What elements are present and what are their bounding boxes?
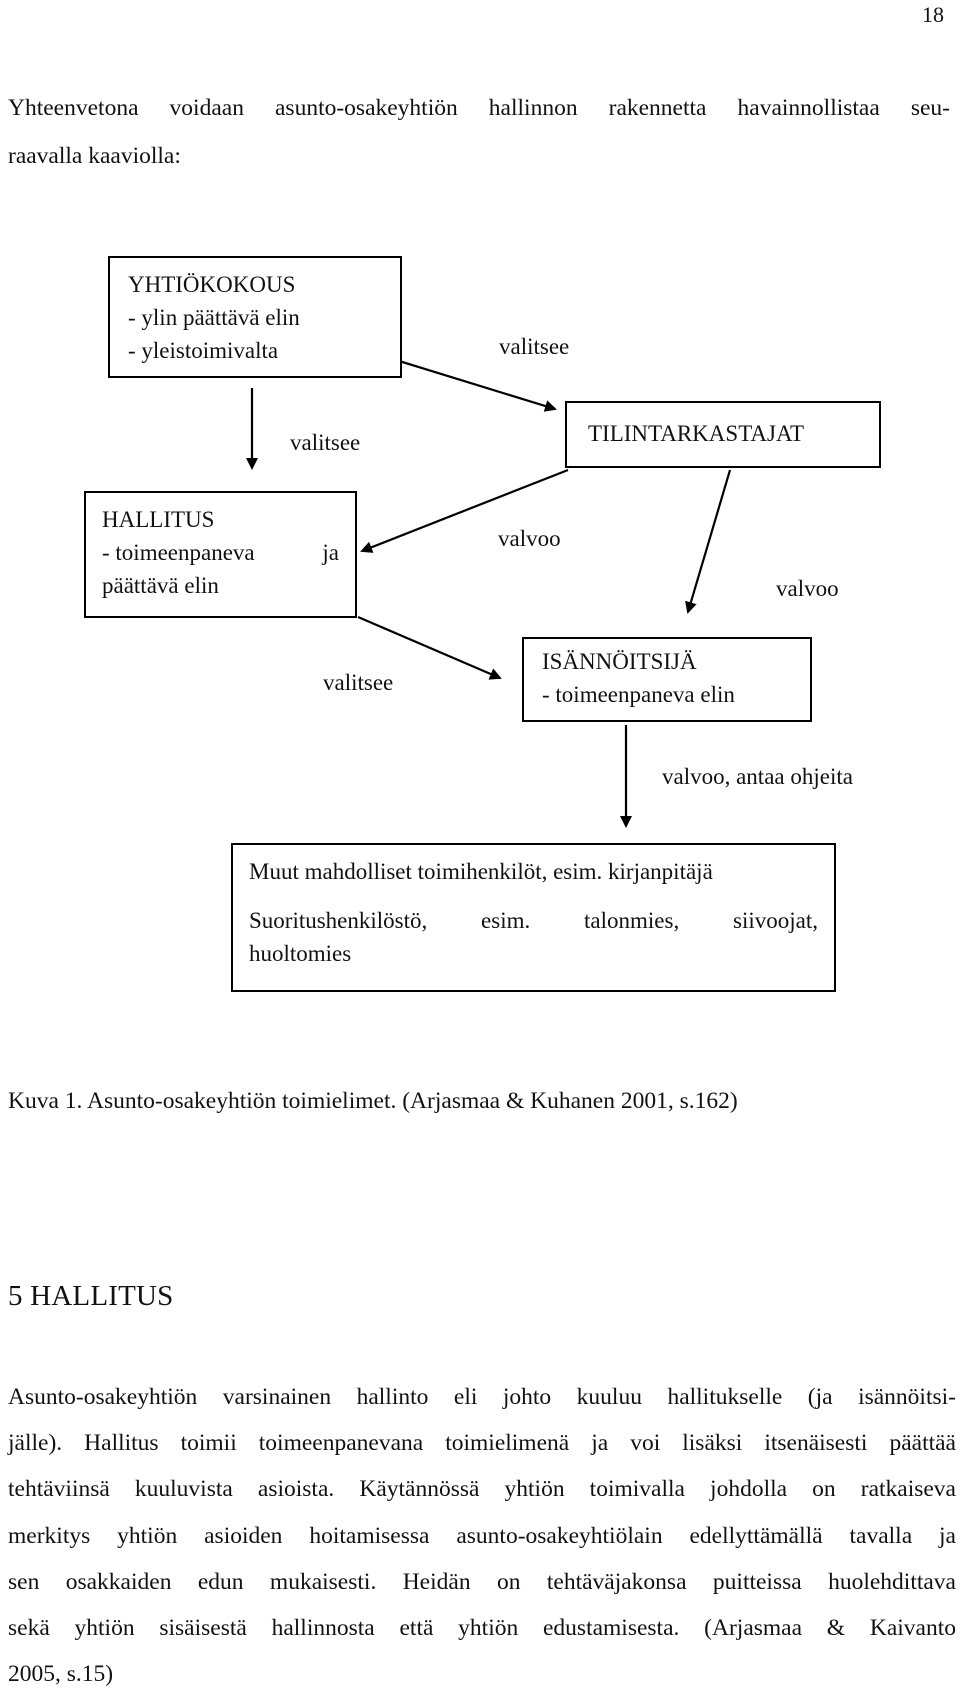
body-line-4: merkitys yhtiön asioiden hoitamisessa as… — [8, 1522, 956, 1549]
muut-box: Muut mahdolliset toimihenkilöt, esim. ki… — [231, 843, 836, 992]
body-line-1: Asunto-osakeyhtiön varsinainen hallinto … — [8, 1384, 956, 1410]
section-heading: 5 HALLITUS — [8, 1280, 174, 1312]
body-line-5: sen osakkaiden edun mukaisesti. Heidän o… — [8, 1568, 956, 1595]
label-valitsee-hallitus: valitsee — [290, 430, 361, 455]
isannoitsija-title: ISÄNNÖITSIJÄ — [542, 649, 697, 674]
yhtiokokous-title: YHTIÖKOKOUS — [128, 272, 296, 297]
hallitus-line-2: päättävä elin — [102, 573, 219, 598]
tilintarkastajat-title: TILINTARKASTAJAT — [588, 421, 805, 446]
yhtiokokous-box: YHTIÖKOKOUS - ylin päättävä elin - yleis… — [108, 256, 402, 378]
arrow-hallitus-to-isannoitsija — [357, 615, 502, 680]
hallitus-line-1: - toimeenpaneva ja — [102, 536, 339, 569]
intro-line-1: Yhteenvetona voidaan asunto-osakeyhtiön … — [8, 95, 950, 121]
arrow-tilintarkastajat-to-hallitus — [360, 468, 569, 553]
page-number: 18 — [922, 2, 944, 27]
isannoitsija-box: ISÄNNÖITSIJÄ - toimeenpaneva elin — [522, 637, 812, 722]
tilintarkastajat-box: TILINTARKASTAJAT — [565, 401, 881, 468]
body-line-3: tehtäviinsä kuuluvista asioista. Käytänn… — [8, 1476, 956, 1503]
yhtiokokous-line-2: - yleistoimivalta — [128, 338, 279, 363]
arrow-tilintarkastajat-to-isannoitsija — [685, 469, 732, 614]
muut-line-3: huoltomies — [249, 941, 352, 966]
intro-paragraph: Yhteenvetona voidaan asunto-osakeyhtiön … — [8, 84, 950, 180]
figure-caption: Kuva 1. Asunto-osakeyhtiön toimielimet. … — [8, 1088, 738, 1114]
section-body: Asunto-osakeyhtiön varsinainen hallinto … — [8, 1374, 956, 1697]
muut-word-1: Suoritushenkilöstö, — [249, 908, 428, 933]
body-line-7: 2005, s.15) — [8, 1661, 114, 1688]
muut-word-4: siivoojat, — [733, 908, 818, 933]
isannoitsija-line-1: - toimeenpaneva elin — [542, 682, 735, 707]
label-valvoo-hallitus: valvoo — [498, 526, 561, 551]
label-valvoo-isannoitsija: valvoo — [776, 576, 839, 601]
hallitus-line-1-b: ja — [322, 540, 339, 565]
yhtiokokous-line-1: - ylin päättävä elin — [128, 305, 300, 330]
label-valvoo-antaa-ohjeita: valvoo, antaa ohjeita — [662, 764, 853, 789]
muut-word-2: esim. — [481, 908, 531, 933]
hallitus-box: HALLITUS - toimeenpaneva ja päättävä eli… — [84, 491, 357, 618]
muut-word-3: talonmies, — [584, 908, 680, 933]
label-valitsee-tilintarkastajat: valitsee — [499, 334, 570, 359]
intro-line-2: raavalla kaaviolla: — [8, 143, 181, 169]
hallitus-title: HALLITUS — [102, 507, 215, 532]
body-line-2: jälle). Hallitus toimii toimeenpanevana … — [8, 1430, 956, 1457]
muut-line-2: Suoritushenkilöstö, esim. talonmies, sii… — [249, 904, 818, 937]
body-line-6: sekä yhtiön sisäisestä hallinnosta että … — [8, 1615, 956, 1642]
hallitus-line-1-a: - toimeenpaneva — [102, 540, 255, 565]
label-valitsee-isannoitsija: valitsee — [323, 670, 394, 695]
muut-line-1: Muut mahdolliset toimihenkilöt, esim. ki… — [249, 859, 713, 884]
